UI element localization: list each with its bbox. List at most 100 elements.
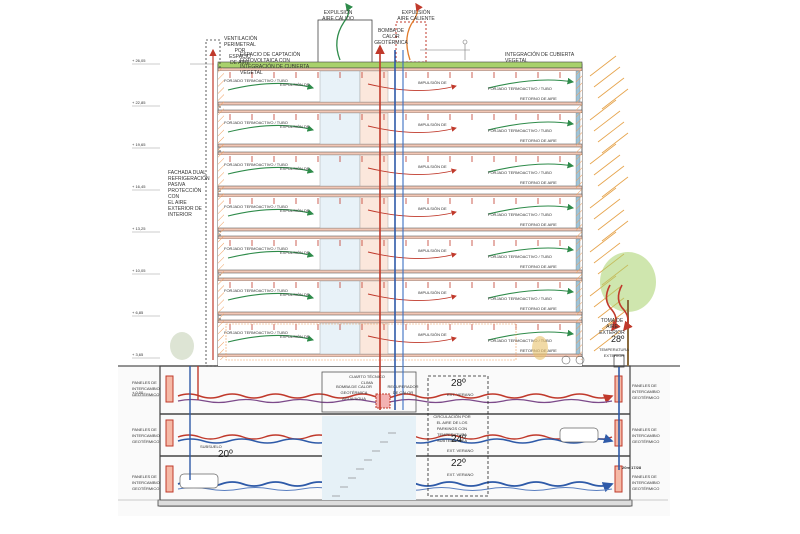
geo-panel-left-3 (165, 465, 174, 493)
sun-ray-4 (589, 99, 617, 121)
floor-1-slab-bottom (217, 101, 583, 106)
floor-5-air-left (227, 250, 315, 259)
floor-6-air-left (227, 292, 315, 301)
floor-2-air-right (487, 119, 575, 131)
roof-exhaust-warm (406, 2, 423, 61)
floor-3-label-thermal: FORJADO TERMOACTIVO / TUBO (224, 162, 288, 167)
floor-6-slab-bottom (217, 311, 583, 316)
floor-1-label-supply: IMPULSIÓN DE (418, 80, 447, 85)
floor-2-label-thermal: FORJADO TERMOACTIVO / TUBO (224, 120, 288, 125)
floor-6-label-thermal: FORJADO TERMOACTIVO / TUBO (224, 288, 288, 293)
bike-wheel-2 (575, 355, 585, 365)
floor-4-label-return: RETORNO DE AIRE (520, 222, 557, 227)
floor-4-air-left (227, 208, 315, 217)
floor-6-service-core (359, 280, 389, 313)
label-temp-22: 22º (451, 458, 466, 469)
intake-arrow-2 (617, 284, 633, 332)
sun-ray-1 (593, 66, 621, 88)
label-probe-left-1: PANELES DE INTERCAMBIO GEOTÉRMICO (132, 380, 160, 397)
sun-ray-0 (589, 55, 617, 77)
floor-4-label-thermal: FORJADO TERMOACTIVO / TUBO (224, 204, 288, 209)
floor-1-warm-flow (367, 83, 457, 91)
label-outside-temp-note: TEMPERATURA EXTERIOR (599, 347, 629, 358)
sun-ray-12 (589, 187, 617, 209)
label-green-roof: INTEGRACIÓN DE CUBIERTA VEGETAL (505, 52, 574, 64)
floor-7-slab-bottom (217, 353, 583, 358)
label-temp-20-note: SUBSUELO (200, 444, 222, 449)
floor-6-slab-top (217, 277, 583, 282)
sun-ray-15 (601, 220, 629, 242)
level-label-2: + 19,65 (132, 142, 146, 147)
level-label-5: + 10,05 (132, 268, 146, 273)
floor-2-label-return: RETORNO DE AIRE (520, 138, 557, 143)
floor-5-label-return: RETORNO DE AIRE (520, 264, 557, 269)
floor-2-label-thermal-right: FORJADO TERMOACTIVO / TUBO (488, 128, 552, 133)
sun-ray-6 (597, 121, 625, 143)
floor-7-warm-flow (367, 335, 457, 343)
floor-2-space (218, 113, 582, 147)
right-shrub (532, 336, 548, 360)
left-shrub (170, 332, 194, 360)
label-heat-recovery: RECUPERADOR DE CALOR (387, 384, 419, 395)
floor-2-warm-flow (367, 125, 457, 133)
sun-ray-2 (597, 77, 625, 99)
floor-3-slab-top (217, 151, 583, 156)
label-tech-room: CUARTO TÉCNICO CLIMA (349, 374, 385, 385)
floor-7-space (218, 323, 582, 357)
level-label-4: + 13,25 (132, 226, 146, 231)
floor-2-slab-bottom (217, 143, 583, 148)
label-temp-20: 20º (218, 449, 233, 460)
floor-5-label-exhaust: EXPULSIÓN DE (280, 250, 310, 255)
label-perimeter-ventilation: VENTILACIÓN PERIMETRAL POR ESPACIO DE AI… (224, 36, 258, 66)
level-label-0: + 26,05 (132, 58, 146, 63)
label-probe-left-2: PANELES DE INTERCAMBIO GEOTÉRMICO (132, 427, 160, 444)
temp-box (427, 375, 489, 497)
floor-5-space (218, 239, 582, 273)
floor-1-label-thermal: FORJADO TERMOACTIVO / TUBO (224, 78, 288, 83)
sun-ray-8 (589, 143, 617, 165)
floor-1-label-thermal-right: FORJADO TERMOACTIVO / TUBO (488, 86, 552, 91)
label-photovoltaic: ESPACIO DE CAPTACIÓN FOTOVOLTAICA CON IN… (240, 52, 309, 76)
label-exhaust-hot: EXPULSIÓN AIRE CALIENTE (397, 10, 435, 22)
floor-7-label-thermal-right: FORJADO TERMOACTIVO / TUBO (488, 338, 552, 343)
label-right-tag: 20m 17/28 (622, 465, 642, 470)
ground-floor-hall (225, 323, 517, 361)
ground-floor-band (218, 357, 582, 366)
floor-5-label-supply: IMPULSIÓN DE (418, 248, 447, 253)
geo-panel-left-2 (165, 419, 174, 447)
sun-ray-25 (593, 330, 621, 352)
floor-1-label-return: RETORNO DE AIRE (520, 96, 557, 101)
floor-3-air-right (487, 161, 575, 173)
right-facade-hatch (576, 68, 582, 360)
label-intake: TOMA DE AIRE EXTERIOR (599, 318, 625, 336)
floor-6-air-right (487, 287, 575, 299)
floor-7-label-supply: IMPULSIÓN DE (418, 332, 447, 337)
floor-7-label-exhaust: EXPULSIÓN DE (280, 334, 310, 339)
floor-3-label-exhaust: EXPULSIÓN DE (280, 166, 310, 171)
floor-5-service-core (359, 238, 389, 271)
label-exhaust-warm: EXPULSIÓN AIRE CÁLIDO (322, 10, 354, 22)
sun-ray-17 (593, 242, 621, 264)
label-temp-22-note: EXT. VERANO (447, 472, 474, 477)
floor-1-air-left (227, 82, 315, 91)
floor-6-label-supply: IMPULSIÓN DE (418, 290, 447, 295)
sun-ray-14 (597, 209, 625, 231)
level-label-1: + 22,85 (132, 100, 146, 105)
label-outside-temp: 28º (611, 334, 625, 344)
floor-1-space (218, 71, 582, 105)
floor-3-warm-flow (367, 167, 457, 175)
sun-ray-5 (593, 110, 621, 132)
heat-recovery-box (375, 393, 391, 409)
floor-3-slab-bottom (217, 185, 583, 190)
floor-4-slab-bottom (217, 227, 583, 232)
floor-5-warm-flow (367, 251, 457, 259)
floor-3-space (218, 155, 582, 189)
floor-2-air-left (227, 124, 315, 133)
level-label-6: + 6,85 (132, 310, 144, 315)
floor-6-label-exhaust: EXPULSIÓN DE (280, 292, 310, 297)
roof-exhaust-cool (336, 2, 354, 61)
floor-3-label-return: RETORNO DE AIRE (520, 180, 557, 185)
bike-wheel-1 (561, 355, 571, 365)
